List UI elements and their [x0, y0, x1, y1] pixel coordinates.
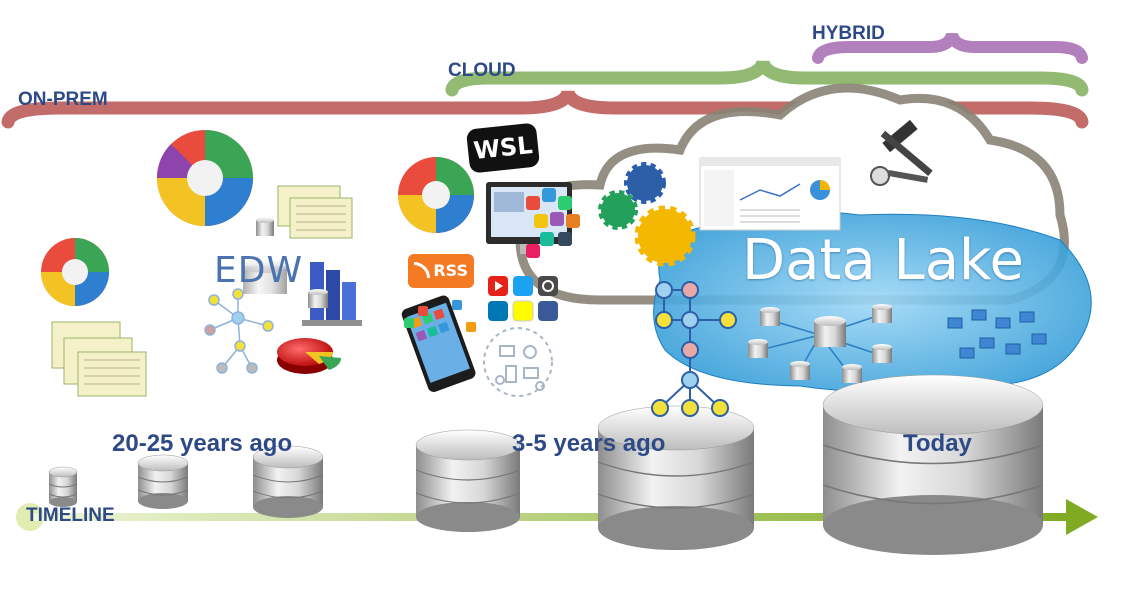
cloud-brace [445, 59, 1089, 97]
era-label-today: Today [903, 430, 972, 457]
data-lake-label: Data Lake [742, 228, 1024, 293]
erp-wheel-icon [156, 130, 253, 226]
era-label-past: 20-25 years ago [112, 430, 293, 457]
network-graph-icon [204, 288, 274, 374]
spreadsheet-icon [277, 185, 353, 239]
database-icon-xl [597, 405, 755, 550]
app-icons-cluster [404, 300, 476, 332]
gear-icon [624, 162, 666, 204]
on-prem-label: ON-PREM [18, 89, 108, 110]
era-label-recent: 3-5 years ago [512, 430, 666, 457]
on-prem-brace [1, 89, 1089, 129]
edw-label: EDW [214, 250, 304, 291]
timeline-label: TIMELINE [26, 505, 115, 526]
gear-icon [634, 205, 696, 267]
gear-icon [598, 190, 638, 230]
wsl-logo: WSL [465, 122, 541, 174]
database-icon-m [252, 445, 324, 518]
dashboard-screenshot [699, 157, 841, 231]
app-icons-cluster [526, 188, 580, 258]
social-media-icons [488, 276, 558, 322]
hybrid-label: HYBRID [812, 23, 885, 44]
erp-wheel-icon [398, 157, 474, 233]
erp-wheel-icon [41, 238, 109, 306]
lake-flowchart [947, 309, 1047, 359]
smartphone-icon [401, 295, 476, 392]
database-icon-l [415, 429, 521, 532]
edw-database-icon [243, 259, 287, 294]
spreadsheet-icon [51, 321, 147, 397]
iot-icons-circle [483, 327, 553, 397]
tools-icon [870, 119, 933, 186]
database-icon-xxl [822, 374, 1044, 555]
pie-chart-3d-icon [277, 338, 342, 374]
hierarchy-graph [651, 281, 737, 417]
cloud-label: CLOUD [448, 60, 516, 81]
lake-databases [748, 304, 892, 383]
database-icon-mini [308, 289, 328, 308]
database-icon-mini [256, 217, 274, 236]
database-icon-xs [48, 466, 78, 507]
timeline-arrow [16, 499, 1098, 535]
database-icon-s [137, 454, 189, 509]
hybrid-brace [812, 32, 1088, 64]
rss-logo: RSS [408, 254, 474, 288]
